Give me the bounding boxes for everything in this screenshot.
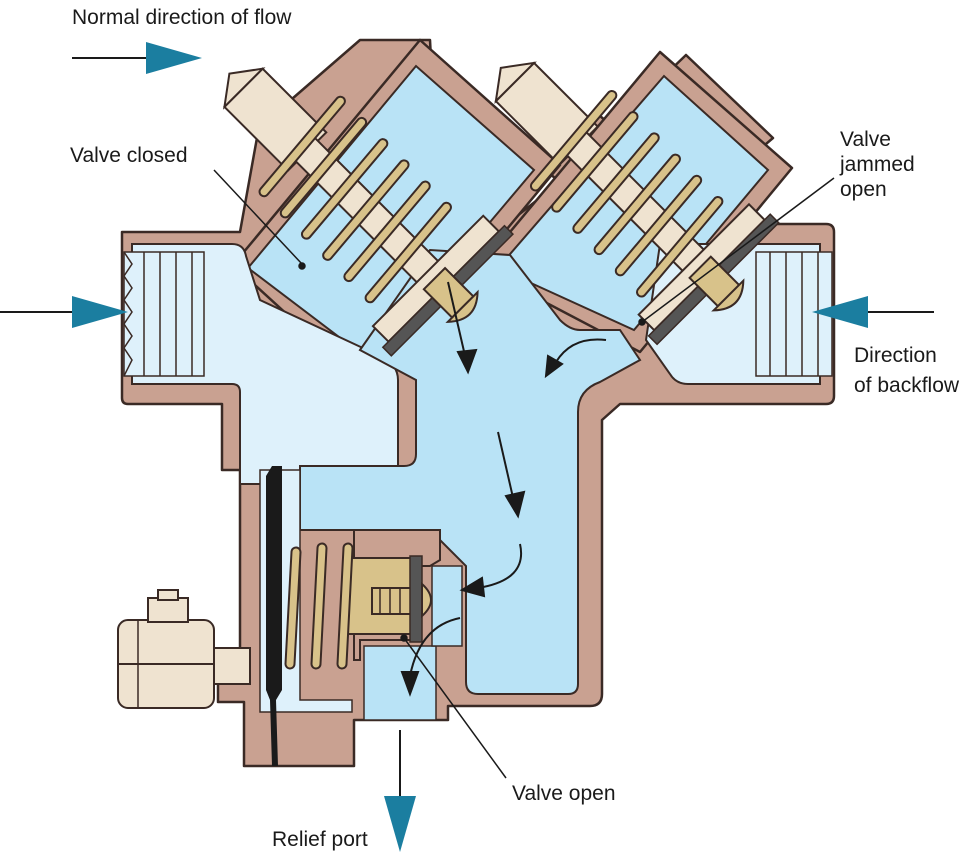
valve-jammed-label-line3: open [840,178,887,201]
flow-arrows [400,281,607,697]
backflow-arrow [812,296,934,328]
relief-port-label: Relief port [272,828,368,851]
relief-valve [266,466,441,766]
normal-flow-arrow [72,42,202,74]
valve-jammed-label-line1: Valve [840,128,891,151]
valve-jammed-label-line2: jammed [839,153,915,176]
left-check-valve [223,67,514,357]
backflow-label-line2: of backflow [854,374,960,397]
valve-closed-label: Valve closed [70,144,188,167]
test-cock-fitting [117,589,251,709]
inlet-arrow [0,296,128,328]
leader-lines [213,169,835,779]
inlet-threads [123,251,205,377]
normal-flow-label: Normal direction of flow [72,6,292,29]
outlet-threads [755,251,833,377]
backflow-label-line1: Direction [854,344,937,367]
valve-open-label: Valve open [512,782,616,805]
relief-port-arrow [384,730,416,852]
right-check-valve [494,61,780,346]
